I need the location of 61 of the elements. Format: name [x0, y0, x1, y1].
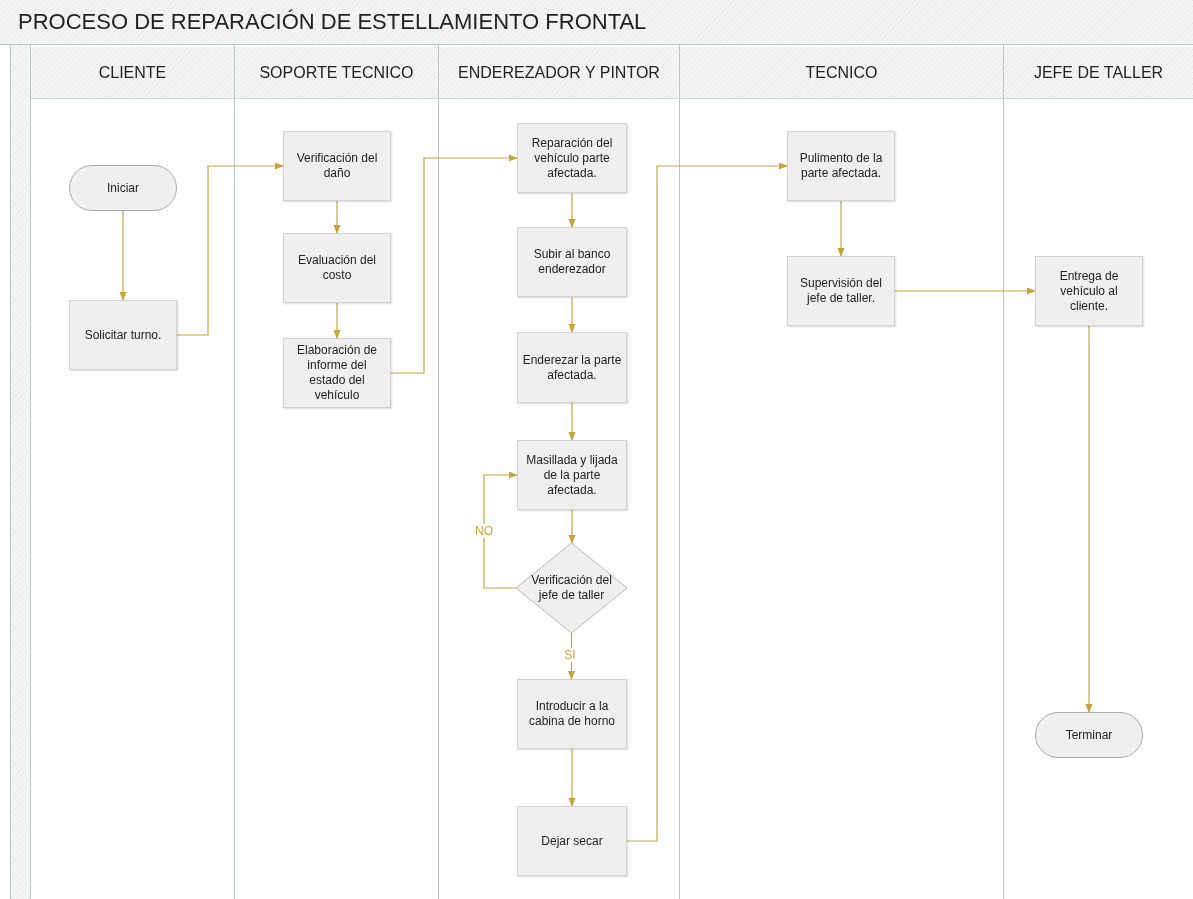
process-box: [283, 338, 391, 408]
terminator: [69, 165, 177, 211]
step-label: Subir al banco enderezador: [532, 247, 612, 277]
step-label: Introducir a la cabina de horno: [527, 699, 617, 729]
step-label: Solicitar turno.: [83, 327, 163, 343]
step-label: Iniciar: [106, 180, 140, 196]
swimlane: [1003, 45, 1193, 899]
step-label: Reparación del vehículo parte afectada.: [530, 135, 614, 181]
connector-arrow: [390, 154, 518, 374]
step-label: Pulimento de la parte afectada.: [798, 151, 884, 181]
process-box: [517, 332, 627, 403]
step-label: Elaboración de informe del estado del vehículo: [295, 343, 379, 403]
diagram-title: PROCESO DE REPARACIÓN DE ESTELLAMIENTO FRONTAL: [18, 9, 647, 35]
connector-arrow: [1085, 325, 1093, 713]
terminator: [1035, 712, 1143, 758]
connector-arrow: [333, 200, 341, 234]
connector-arrow: [568, 748, 576, 807]
process-box: [283, 131, 391, 201]
step-label: Masillada y lijada de la parte afectada.: [525, 452, 619, 498]
process-box: [517, 227, 627, 297]
process-box: [517, 679, 627, 749]
step-label: Evaluación del costo: [296, 253, 378, 283]
connector-arrow: [483, 471, 518, 589]
process-box: [517, 440, 627, 510]
connector-arrow: [568, 192, 576, 228]
lane-header: ENDEREZADOR Y PINTOR: [439, 47, 679, 99]
swimlane: [30, 45, 234, 899]
step-label: Supervisión del jefe de taller.: [798, 276, 884, 306]
swimlane: [234, 45, 438, 899]
decision-diamond: [516, 543, 627, 633]
connector-arrow: [567, 632, 576, 680]
connector-arrow: [568, 509, 576, 544]
process-box: [69, 300, 177, 370]
edge-label: NO: [473, 524, 495, 538]
process-box: [787, 131, 895, 201]
swimlane: [679, 45, 1003, 899]
connector-arrow: [568, 296, 576, 333]
lane-header: SOPORTE TECNICO: [235, 47, 438, 99]
step-label: Enderezar la parte afectada.: [521, 352, 623, 383]
process-box: [517, 123, 627, 193]
edge-label: SI: [562, 648, 578, 662]
connector-arrow: [626, 162, 788, 842]
connector-arrow: [894, 287, 1036, 295]
step-label: Dejar secar: [540, 833, 604, 849]
lane-header: TECNICO: [680, 47, 1003, 99]
process-box: [787, 256, 895, 326]
process-box: [1035, 256, 1143, 326]
step-label: Terminar: [1064, 727, 1114, 743]
connector-arrow: [176, 162, 284, 336]
connector-arrow: [568, 402, 576, 441]
lane-header: CLIENTE: [31, 47, 234, 99]
connector-arrow: [119, 210, 127, 301]
step-label: Verificación del daño: [295, 151, 379, 181]
connector-arrow: [333, 302, 341, 339]
process-box: [283, 233, 391, 303]
lane-header: JEFE DE TALLER: [1004, 47, 1193, 99]
step-label: Entrega de vehículo al cliente.: [1058, 268, 1120, 314]
step-label: Verificación del jefe de taller: [530, 573, 613, 603]
connector-arrow: [837, 200, 845, 257]
process-box: [517, 806, 627, 876]
swimlane: [438, 45, 679, 899]
